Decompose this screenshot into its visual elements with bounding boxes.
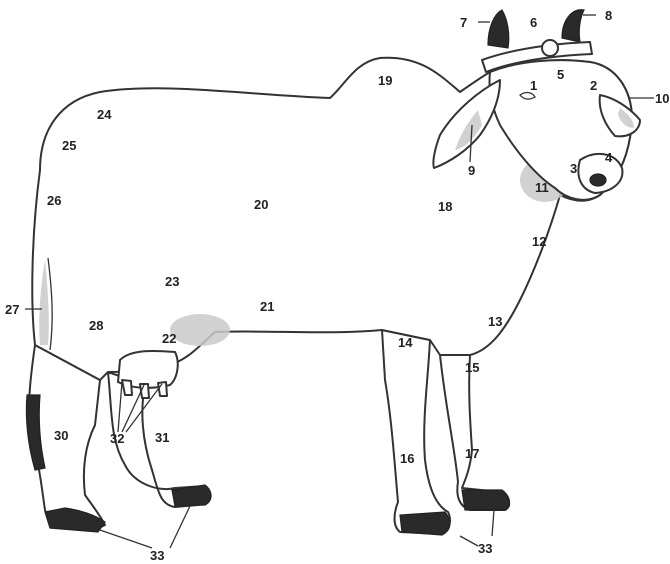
halter-ring xyxy=(542,40,558,56)
label-5: 5 xyxy=(557,67,564,82)
muzzle xyxy=(578,154,622,193)
label-7: 7 xyxy=(460,15,467,30)
label-27: 27 xyxy=(5,302,19,317)
label-20: 20 xyxy=(254,197,268,212)
label-31: 31 xyxy=(155,430,169,445)
label-1: 1 xyxy=(530,78,537,93)
horn-left xyxy=(488,10,509,48)
label-15: 15 xyxy=(465,360,479,375)
label-6: 6 xyxy=(530,15,537,30)
udder-shade xyxy=(170,314,230,346)
hoof-front-near xyxy=(400,512,450,535)
label-28: 28 xyxy=(89,318,103,333)
horn-right xyxy=(562,10,584,42)
label-23: 23 xyxy=(165,274,179,289)
label-3: 3 xyxy=(570,161,577,176)
label-21: 21 xyxy=(260,299,274,314)
label-18: 18 xyxy=(438,199,452,214)
label-33-hind: 33 xyxy=(150,548,164,563)
label-22: 22 xyxy=(162,331,176,346)
label-26: 26 xyxy=(47,193,61,208)
front-leg-far xyxy=(440,355,509,510)
label-9: 9 xyxy=(468,163,475,178)
label-32: 32 xyxy=(110,431,124,446)
label-25: 25 xyxy=(62,138,76,153)
label-2: 2 xyxy=(590,78,597,93)
label-13: 13 xyxy=(488,314,502,329)
label-33-front: 33 xyxy=(478,541,492,556)
label-10: 10 xyxy=(655,91,669,106)
label-16: 16 xyxy=(400,451,414,466)
label-30: 30 xyxy=(54,428,68,443)
nostril xyxy=(590,174,606,186)
label-11: 11 xyxy=(535,180,549,195)
label-14: 14 xyxy=(398,335,413,350)
hoof-front-far xyxy=(462,490,509,510)
label-8: 8 xyxy=(605,8,612,23)
label-24: 24 xyxy=(97,107,112,122)
label-12: 12 xyxy=(532,234,546,249)
label-19: 19 xyxy=(378,73,392,88)
teat-3 xyxy=(158,382,167,396)
label-4: 4 xyxy=(605,150,613,165)
label-17: 17 xyxy=(465,446,479,461)
